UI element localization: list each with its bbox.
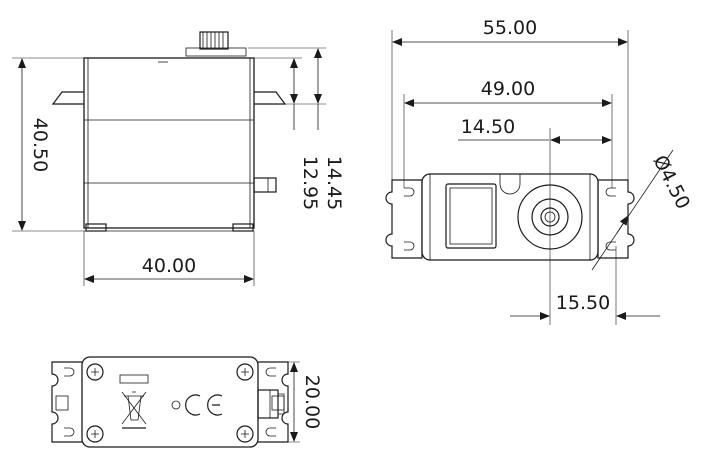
- bottom-flange-left: [51, 361, 82, 443]
- dim-top-hole-offset: 15.50: [556, 292, 610, 314]
- dim-hole-diameter: Ø4.50: [649, 152, 695, 213]
- screw-icon: [86, 363, 254, 443]
- output-spline: [185, 31, 247, 57]
- dim-side-upper-b: 12.95: [299, 156, 321, 210]
- side-view: 40.50 40.00 14.45 12.95: [12, 31, 345, 286]
- dim-top-overall: 55.00: [483, 17, 537, 39]
- side-body: [83, 57, 255, 229]
- dim-top-mount: 49.00: [481, 78, 535, 100]
- top-flange: [385, 179, 423, 259]
- bottom-case: [81, 356, 259, 448]
- side-mount-tab-left: [51, 91, 84, 105]
- top-view: 55.00 49.00 14.50 15.50 Ø4.50: [385, 17, 695, 325]
- bottom-cable-gland: [257, 389, 279, 419]
- circle-mark-icon: [171, 400, 181, 410]
- dim-side-width: 40.00: [142, 255, 196, 277]
- cable-gland: [253, 177, 277, 193]
- top-case: [421, 173, 599, 261]
- dim-bottom-depth: 20.00: [301, 375, 323, 429]
- weee-bin-icon: [121, 391, 147, 429]
- ce-mark-icon: [185, 394, 223, 416]
- top-label-window: [445, 183, 497, 249]
- side-mount-tab-right: [254, 91, 287, 105]
- dim-side-height: 40.50: [29, 118, 51, 172]
- bottom-label-bar: [119, 374, 149, 384]
- dim-side-upper-a: 14.45: [323, 156, 345, 210]
- dim-top-shaft-offset: 14.50: [461, 116, 515, 138]
- bottom-view: 20.00: [51, 356, 323, 448]
- bottom-flange-right: [258, 361, 289, 443]
